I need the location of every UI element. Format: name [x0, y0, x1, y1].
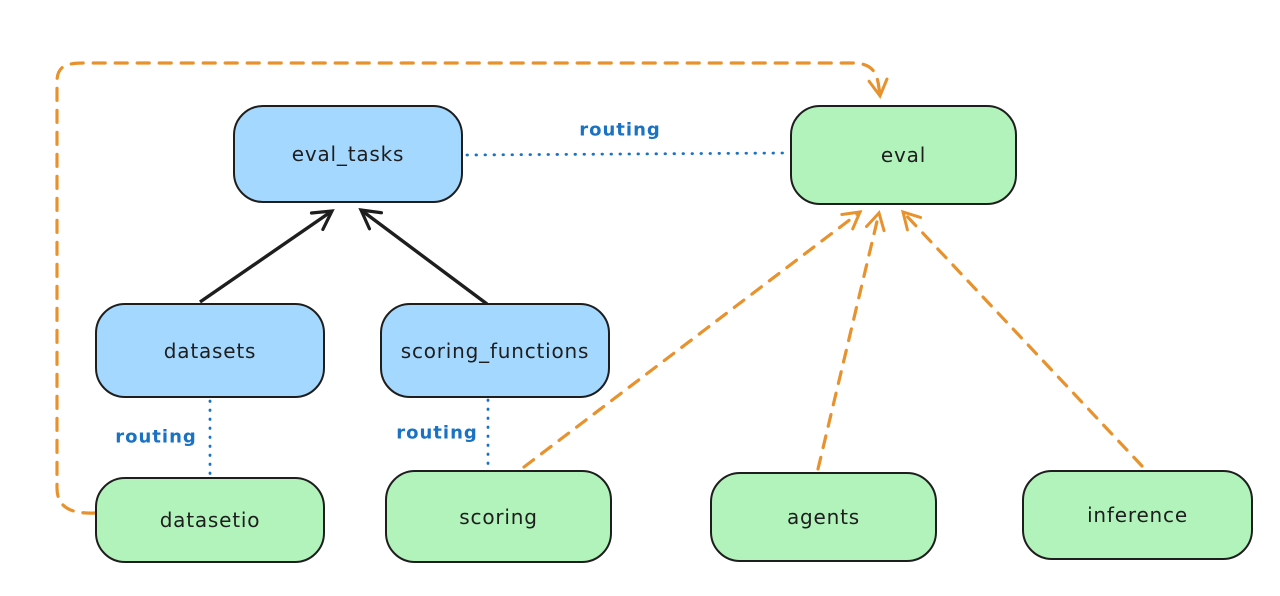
routing-label-datasets-datasetio: routing [115, 426, 197, 448]
node-datasets: datasets [95, 303, 325, 398]
node-eval-label: eval [880, 143, 927, 167]
edge-eval-tasks-to-eval-routing [465, 151, 789, 157]
node-scoring: scoring [385, 470, 612, 563]
node-scoring-functions: scoring_functions [380, 303, 610, 398]
node-agents-label: agents [787, 505, 860, 529]
node-scoring-functions-label: scoring_functions [400, 338, 590, 363]
node-datasets-label: datasets [163, 338, 257, 363]
node-eval: eval [790, 105, 1017, 205]
node-inference-label: inference [1087, 503, 1188, 527]
edge-datasets-to-eval-tasks [199, 209, 335, 304]
routing-label-scoring-functions-scoring: routing [396, 422, 478, 444]
routing-label-eval-tasks-eval: routing [579, 119, 661, 141]
node-datasetio-label: datasetio [159, 508, 261, 532]
node-eval-tasks: eval_tasks [233, 105, 463, 203]
node-inference: inference [1022, 470, 1253, 560]
node-eval-tasks-label: eval_tasks [291, 142, 405, 166]
node-datasetio: datasetio [95, 477, 325, 563]
edge-inference-to-eval [900, 209, 1144, 468]
edge-agents-to-eval [816, 210, 886, 471]
node-agents: agents [710, 472, 937, 562]
edge-scoring-functions-to-eval-tasks [358, 208, 489, 306]
node-scoring-label: scoring [459, 504, 538, 529]
